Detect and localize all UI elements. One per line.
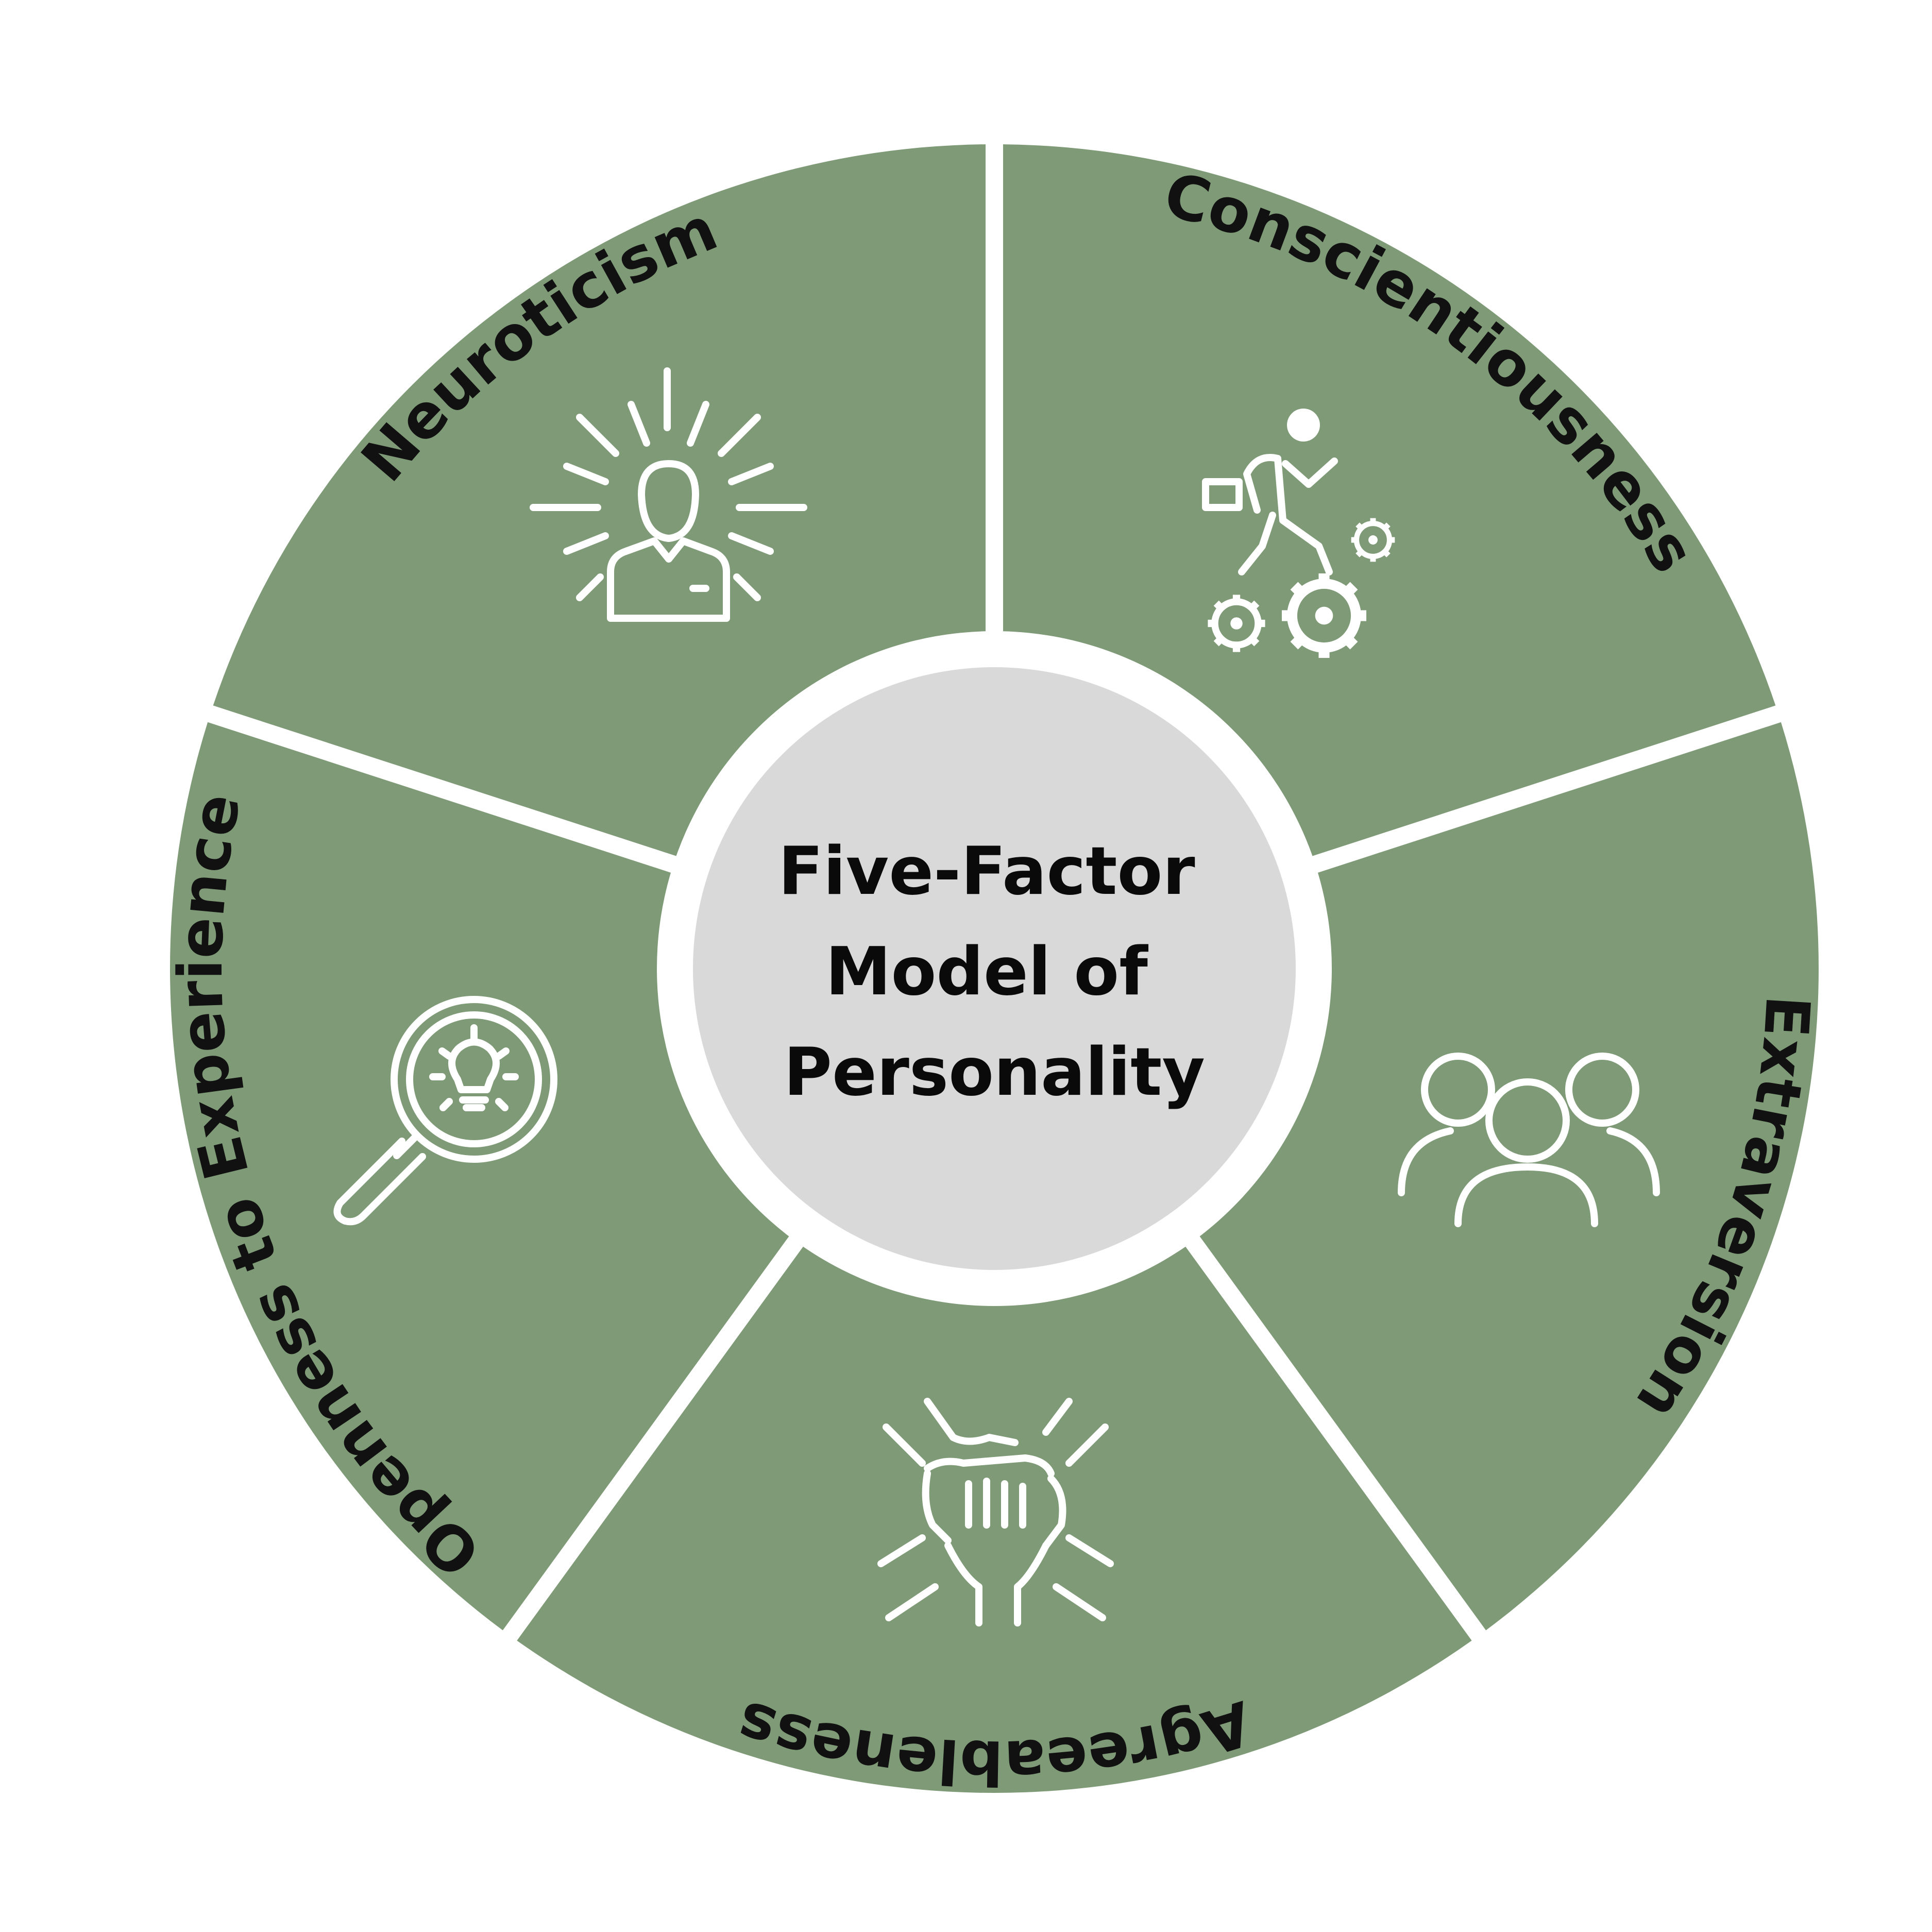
gear-icon	[1281, 573, 1367, 658]
center-title-line-1: Five-Factor	[778, 833, 1195, 910]
segment-extraversion	[1199, 722, 1819, 1631]
segment-openness	[170, 722, 789, 1631]
segment-neuroticism	[213, 144, 986, 856]
stressed-person-icon	[530, 367, 807, 622]
center-title-line-2: Model of	[825, 934, 1148, 1010]
magnifier-lightbulb-icon	[333, 996, 557, 1226]
center-title-line-3: Personality	[784, 1034, 1205, 1111]
center-circle	[693, 667, 1296, 1270]
segment-conscientiousness	[1003, 144, 1776, 856]
segments-layer	[170, 144, 1819, 1793]
group-people-icon	[1398, 1053, 1660, 1227]
worker-gears-icon	[1202, 409, 1395, 658]
gear-icon	[1351, 518, 1395, 562]
segment-agreeableness	[517, 1246, 1472, 1793]
stacked-hands-icon	[877, 1398, 1114, 1626]
gear-icon	[1208, 595, 1265, 652]
